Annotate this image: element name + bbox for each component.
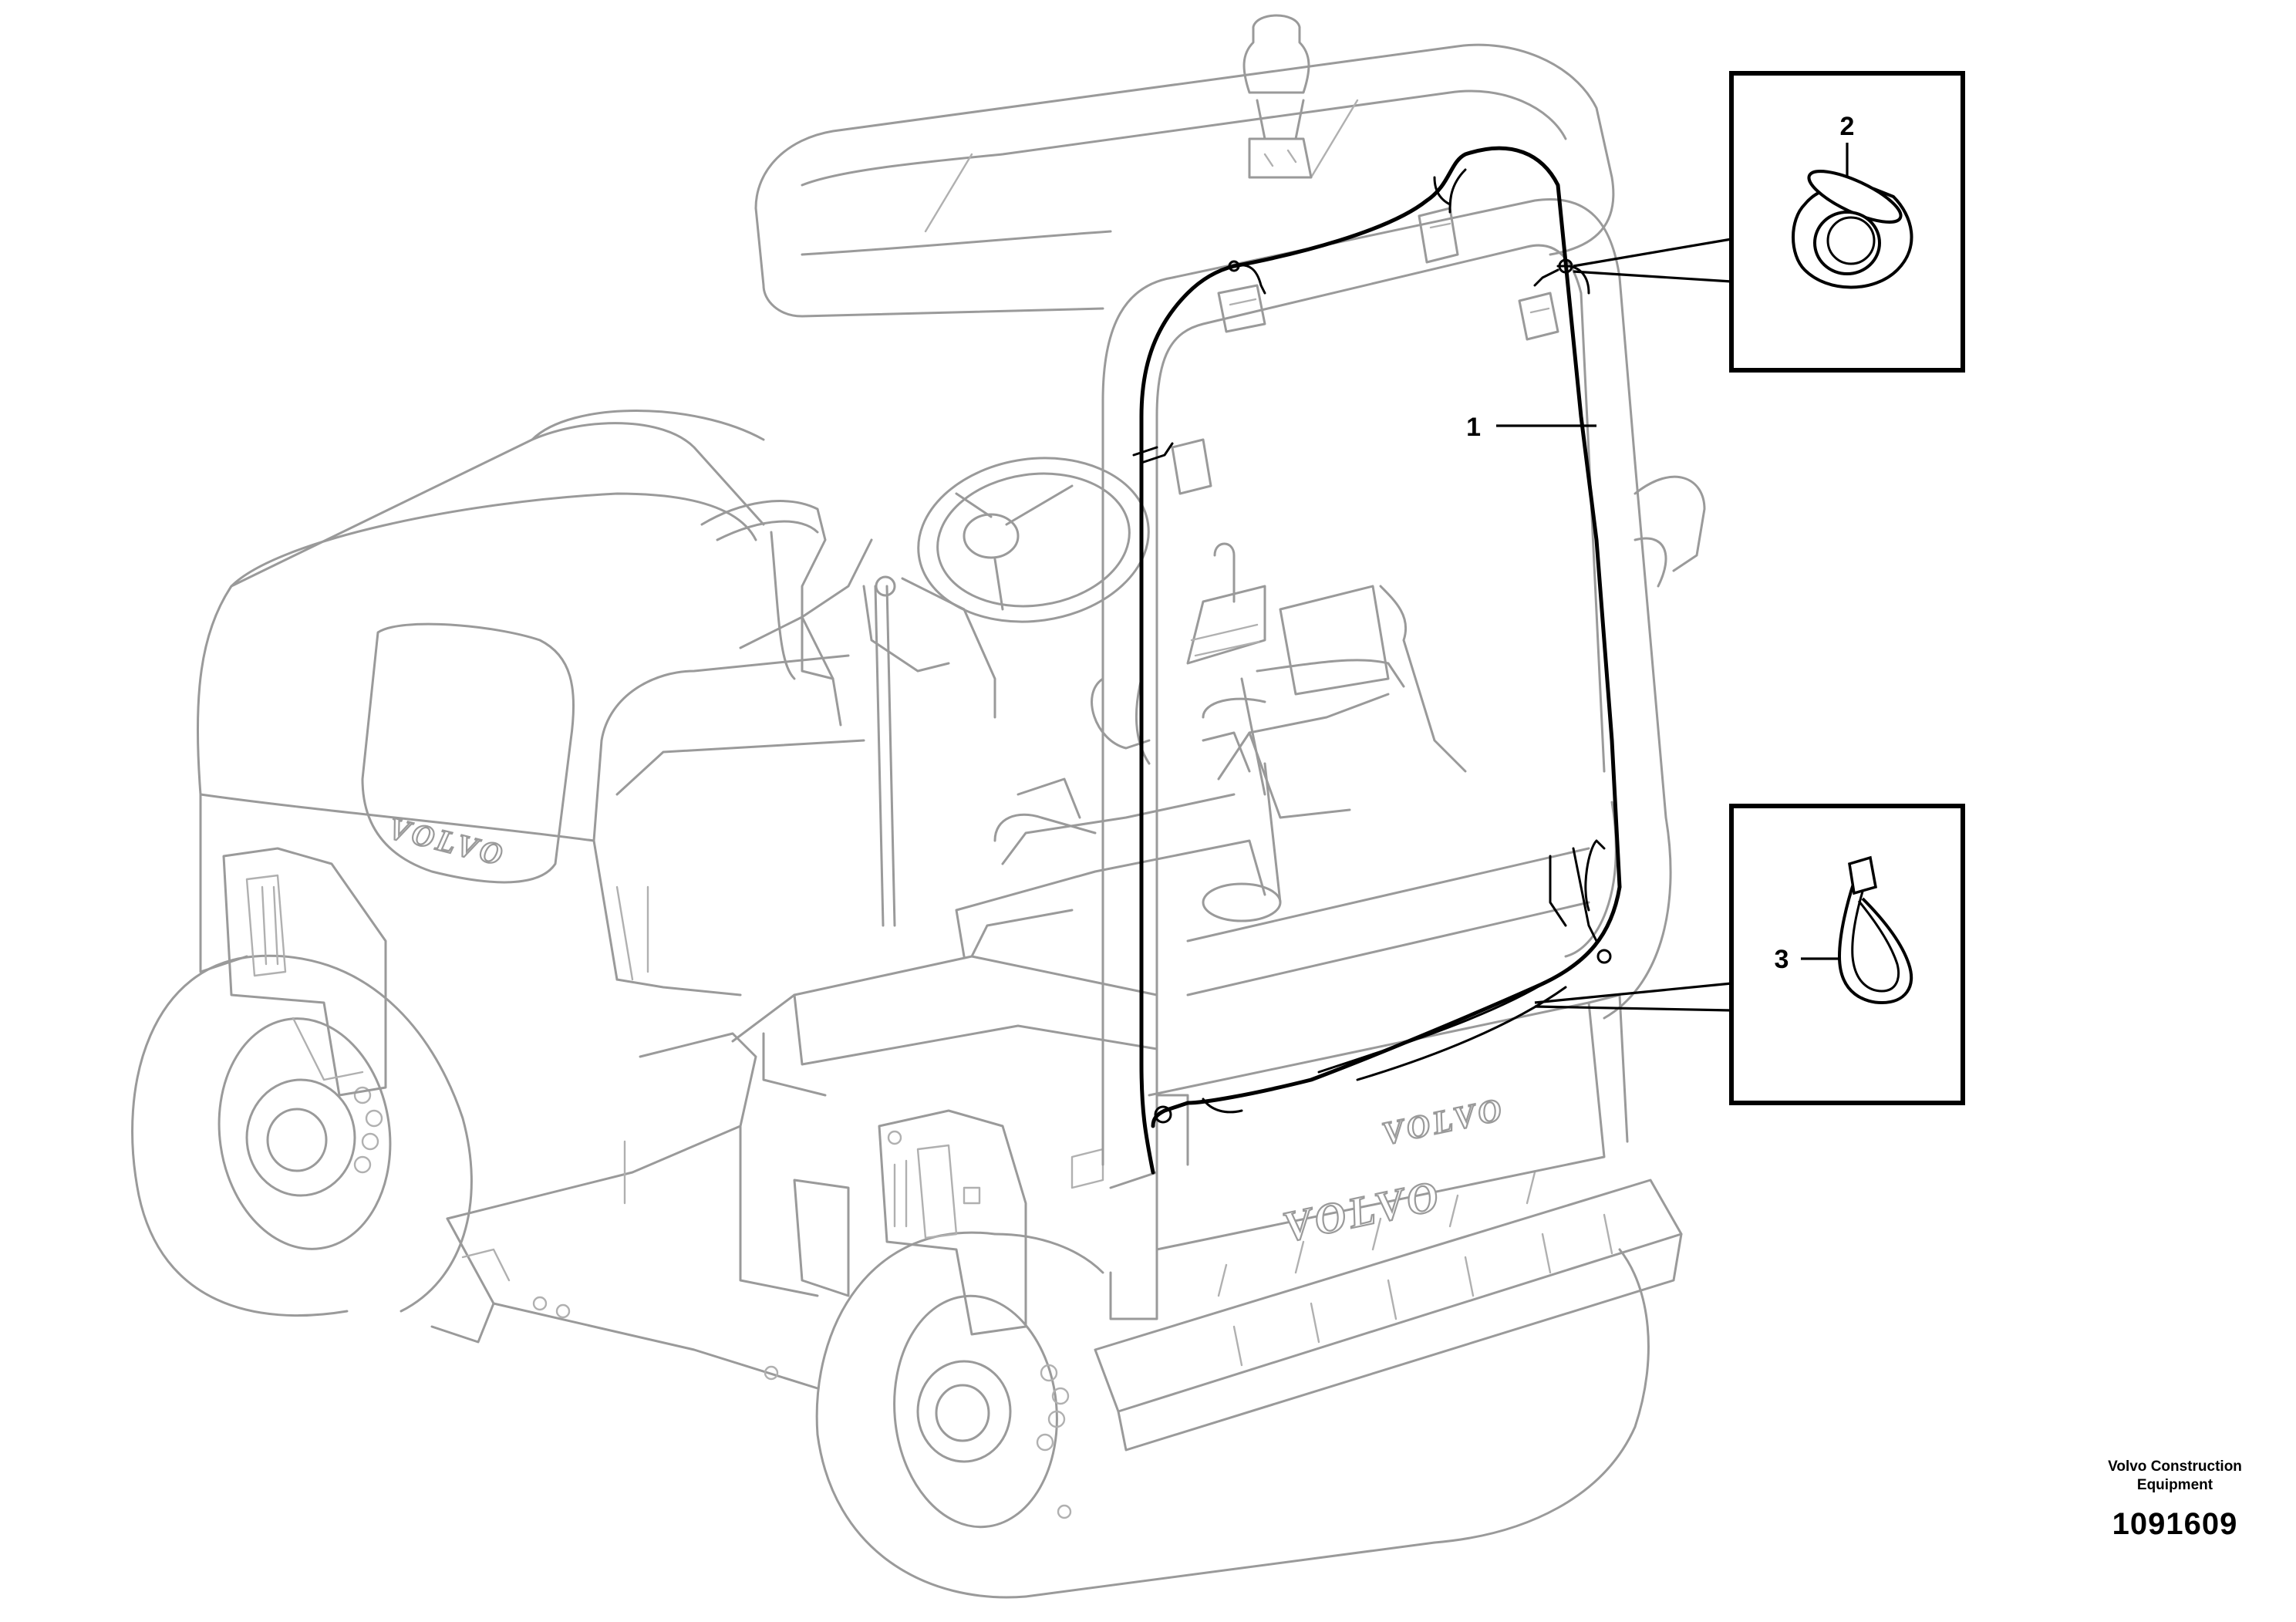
operator-area	[955, 542, 1467, 958]
callout-label-1: 1	[1466, 413, 1481, 442]
scraper-bar	[1094, 1171, 1683, 1452]
wiring-harness	[1132, 146, 1622, 1175]
drum-logo-upper: VOLVO	[1379, 1091, 1508, 1152]
rear-drum	[131, 954, 473, 1317]
rear-bracket	[222, 847, 387, 1097]
roller-outline: VOLVO	[131, 14, 1706, 1599]
grommet-icon	[1792, 170, 1913, 289]
document-number: 1091609	[2112, 1507, 2238, 1541]
hood-logo: VOLVO	[386, 811, 509, 873]
detail-box-2: 2	[1573, 71, 1965, 373]
steering	[700, 457, 1150, 927]
work-lights	[1171, 207, 1559, 495]
front-body: VOLVO VOLVO	[731, 909, 1629, 1253]
chassis	[430, 1032, 850, 1390]
callout-label-2: 2	[1840, 112, 1855, 141]
document-footer: Volvo Construction Equipment 1091609	[2082, 1458, 2267, 1542]
cable-tie-icon	[1837, 855, 1913, 1005]
callout-1: 1	[1466, 413, 1596, 442]
canopy	[754, 14, 1615, 318]
drum-logo-lower: VOLVO	[1279, 1172, 1445, 1252]
front-bracket	[878, 1109, 1027, 1336]
front-drum	[815, 1231, 1650, 1599]
detail-box-3: 3	[1534, 804, 1965, 1105]
callout-label-3: 3	[1775, 945, 1789, 974]
maker-line-2: Equipment	[2136, 1477, 2213, 1493]
rear-hood: VOLVO	[196, 410, 865, 996]
maker-line-1: Volvo Construction	[2108, 1458, 2242, 1475]
